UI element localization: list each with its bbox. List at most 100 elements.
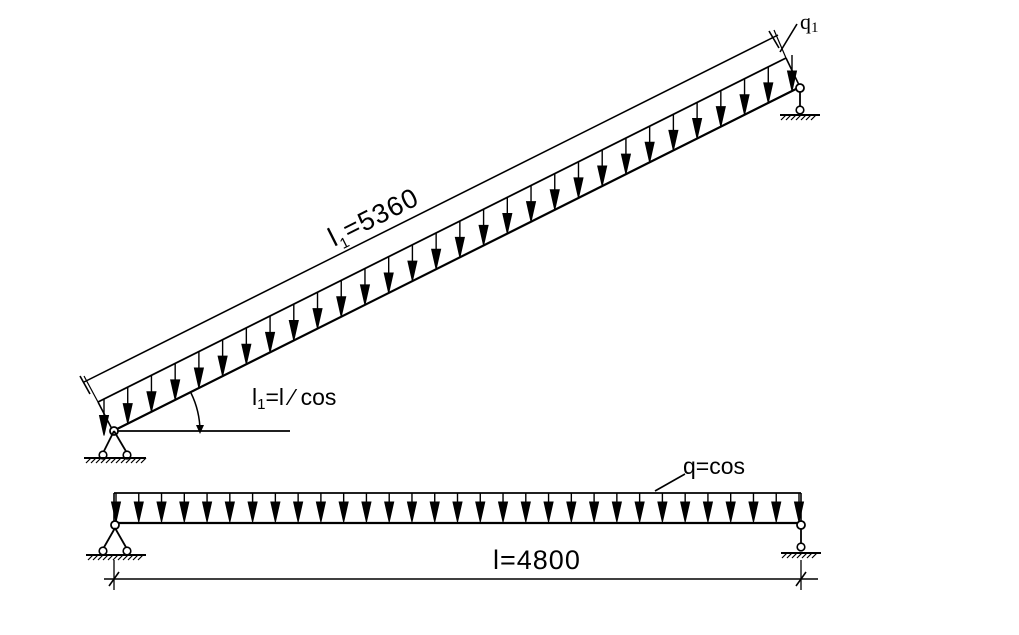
horizontal-load-arrow-head	[315, 501, 327, 523]
horizontal-load-arrow-head	[611, 501, 622, 523]
hatch-stroke	[130, 457, 137, 464]
inclined-load-arrow-head	[146, 391, 157, 412]
horizontal-load-arrow-head	[156, 501, 167, 523]
hatch-stroke	[97, 554, 104, 561]
inclined-load-arrow-head	[549, 189, 560, 210]
horizontal-roller-support	[781, 520, 821, 559]
hatch-stroke	[100, 457, 107, 464]
horizontal-load-arrow-head	[657, 501, 668, 523]
horizontal-load-arrow-head	[270, 501, 281, 523]
inclined-extension-right	[773, 29, 787, 59]
inclined-load-arrow-head	[193, 367, 205, 389]
inclined-load-arrow-head	[312, 308, 323, 329]
horizontal-load-arrow-head	[793, 501, 805, 523]
hatch-stroke	[790, 114, 797, 121]
inclined-load-arrow-head	[454, 236, 465, 258]
hatch-stroke	[127, 554, 134, 561]
horizontal-load-arrow-head	[133, 501, 144, 523]
inclined-extension-left	[83, 375, 99, 403]
hatch-stroke	[811, 552, 818, 559]
hatch-stroke	[795, 114, 802, 121]
load-horizontal-label: q=cos	[683, 453, 745, 479]
hatch-stroke	[786, 552, 793, 559]
hatch-stroke	[107, 554, 114, 561]
horizontal-load-arrow-head	[497, 501, 509, 523]
horizontal-load-arrow-head	[725, 501, 736, 523]
inclined-pin-support	[84, 426, 147, 464]
ground-hatching	[780, 114, 817, 121]
inclined-load-arrow-head	[217, 355, 228, 377]
inclined-load-arrow-head	[786, 70, 798, 92]
inclined-load-arrow-head	[122, 403, 133, 424]
horizontal-pin-support	[86, 520, 146, 561]
hatch-stroke	[122, 554, 129, 561]
horizontal-load-arrow-head	[247, 501, 258, 523]
hatch-stroke	[785, 114, 792, 121]
horizontal-load-arrow-head	[179, 501, 190, 523]
hatch-stroke	[137, 554, 144, 561]
inclined-load-arrow-head	[478, 224, 489, 246]
horizontal-load-arrow-head	[429, 501, 440, 523]
ground-hatching	[87, 554, 144, 561]
inclined-load-arrow-head	[431, 248, 442, 270]
hatch-stroke	[791, 552, 798, 559]
hatch-stroke	[796, 552, 803, 559]
hatch-stroke	[117, 554, 124, 561]
hatch-stroke	[112, 554, 119, 561]
hatch-stroke	[800, 114, 807, 121]
horizontal-load-arrow-head	[748, 501, 759, 523]
horizontal-load-arrows	[110, 493, 805, 523]
inclined-load-top-line	[97, 57, 787, 403]
inclined-beam	[112, 86, 801, 432]
horizontal-length-label: l=4800	[493, 545, 581, 575]
inclined-load-arrow-head	[739, 94, 750, 115]
hatch-stroke	[132, 554, 139, 561]
inclined-dimension-tick-right	[768, 30, 780, 49]
hatch-stroke	[781, 552, 788, 559]
horizontal-load-arrow-head	[475, 501, 486, 523]
horizontal-load-arrow-head	[338, 501, 349, 523]
horizontal-load-arrow-head	[384, 501, 395, 523]
horizontal-load-arrow-head	[520, 501, 531, 523]
hatch-stroke	[90, 457, 97, 464]
inclined-dimension-line	[83, 34, 779, 383]
load-horizontal-leader	[654, 473, 686, 492]
ground-hatching	[85, 457, 147, 464]
hatch-stroke	[780, 114, 787, 121]
hatch-stroke	[95, 457, 102, 464]
inclined-load-arrow-head	[264, 331, 276, 353]
inclined-load-arrow-head	[715, 106, 726, 127]
inclined-load-arrow-head	[336, 296, 347, 317]
hatch-stroke	[102, 554, 109, 561]
hatch-stroke	[806, 552, 813, 559]
ground-hatching	[781, 552, 818, 559]
hatch-stroke	[805, 114, 812, 121]
relation-label: l1=l ⁄ cos	[252, 384, 336, 413]
horizontal-beam-group	[104, 473, 818, 590]
inclined-load-arrow-head	[502, 213, 513, 234]
inclined-load-arrow-head	[170, 379, 181, 400]
hatch-stroke	[125, 457, 132, 464]
hatch-stroke	[810, 114, 817, 121]
horizontal-load-arrow-head	[702, 501, 714, 523]
hatch-stroke	[120, 457, 127, 464]
hatch-stroke	[105, 457, 112, 464]
horizontal-load-arrow-head	[201, 501, 213, 523]
horizontal-load-arrow-head	[406, 501, 418, 523]
angle-arc-arrowhead	[196, 425, 204, 434]
hatch-stroke	[110, 457, 117, 464]
horizontal-load-arrow-head	[588, 501, 600, 523]
inclined-beam-group	[79, 23, 801, 436]
hatch-stroke	[135, 457, 142, 464]
hatch-stroke	[115, 457, 122, 464]
inclined-dimension-tick-left	[79, 375, 91, 395]
horizontal-load-arrow-head	[543, 501, 554, 523]
horizontal-load-arrow-head	[110, 501, 122, 523]
inclined-load-arrow-head	[763, 82, 774, 103]
hatch-stroke	[85, 457, 92, 464]
inclined-load-arrow-head	[668, 129, 679, 151]
horizontal-load-arrow-head	[452, 501, 463, 523]
horizontal-load-arrow-head	[566, 501, 577, 523]
horizontal-dimension-tick-right	[795, 571, 807, 587]
